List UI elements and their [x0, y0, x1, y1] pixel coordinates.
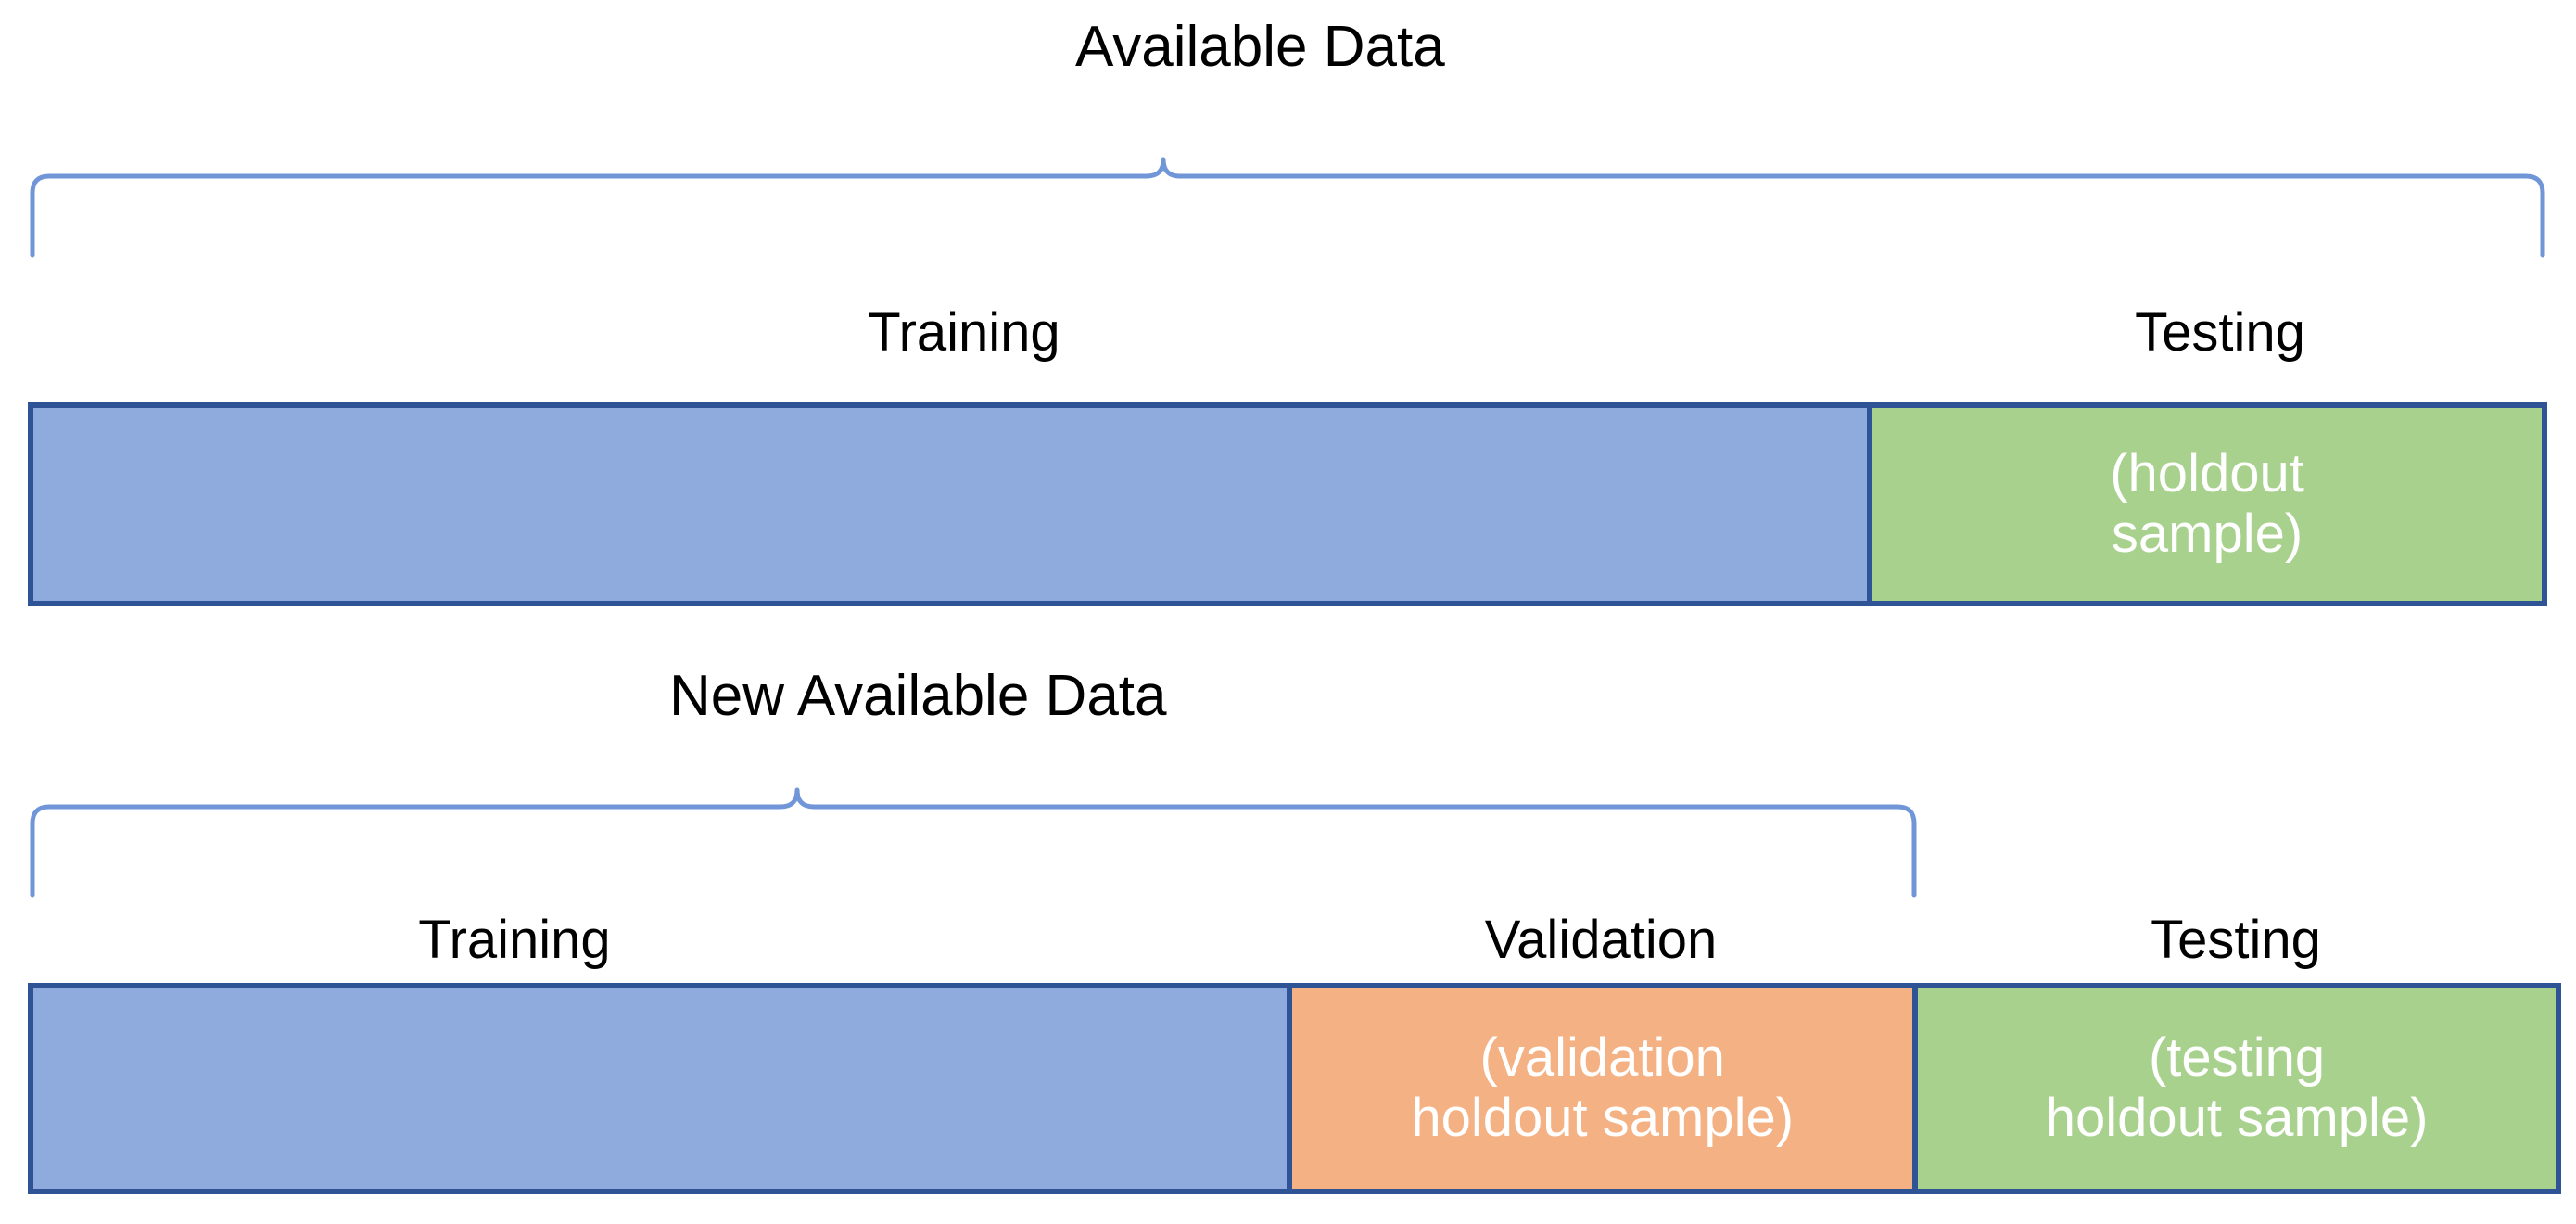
brace-label-available-data: Available Data: [1075, 15, 1445, 79]
curly-brace-new-available-data: [30, 787, 1917, 898]
segment-training-row1: [33, 408, 1868, 601]
segment-text-validation-row2: (validation holdout sample): [1411, 1027, 1795, 1148]
segment-header-training-row2: Training: [418, 910, 611, 970]
segment-header-validation-row2: Validation: [1484, 910, 1718, 970]
segment-header-testing-row2: Testing: [2151, 910, 2321, 970]
bar-row-available-data: (holdout sample): [28, 402, 2547, 606]
bar-row-new-available-data: (validation holdout sample) (testing hol…: [28, 983, 2561, 1194]
segment-testing-row2: (testing holdout sample): [1912, 988, 2556, 1189]
segment-header-testing-row1: Testing: [2135, 302, 2305, 363]
segment-training-row2: [33, 988, 1288, 1189]
segment-text-testing-row2: (testing holdout sample): [2045, 1027, 2429, 1148]
segment-text-testing-row1: (holdout sample): [2110, 443, 2304, 564]
curly-brace-available-data: [30, 157, 2545, 258]
segment-header-training-row1: Training: [868, 302, 1060, 363]
segment-testing-row1: (holdout sample): [1867, 408, 2542, 601]
segment-validation-row2: (validation holdout sample): [1287, 988, 1913, 1189]
brace-label-new-available-data: New Available Data: [669, 664, 1167, 728]
